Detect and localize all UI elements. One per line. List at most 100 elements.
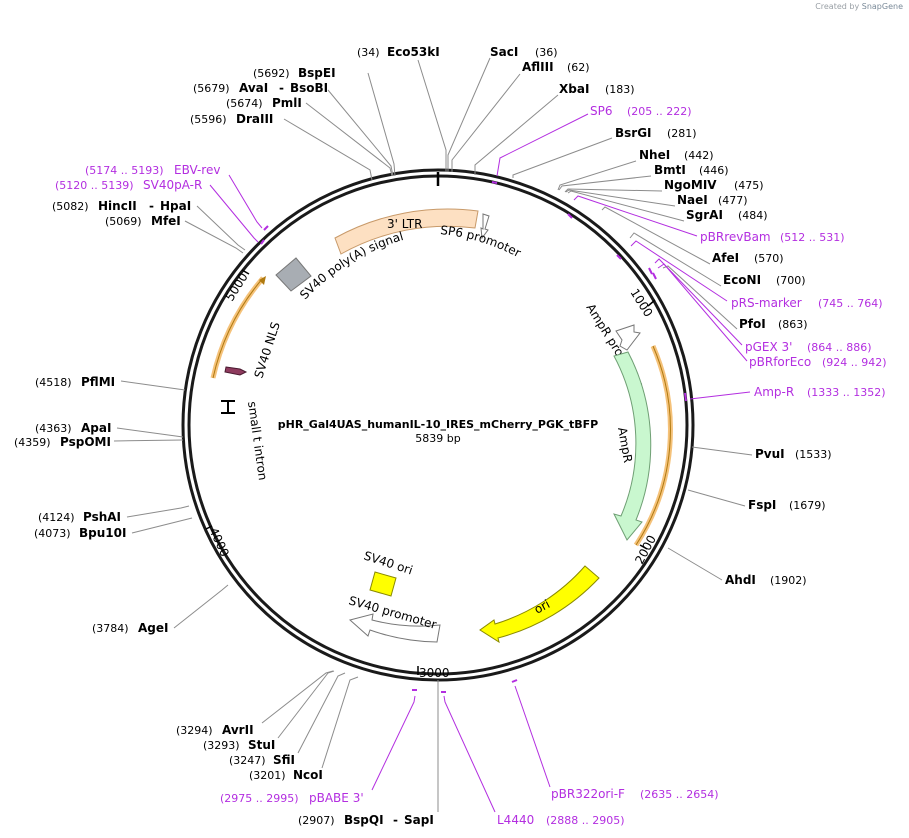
primer-mark-sp6 [491, 181, 498, 184]
site-naei-name: NaeI [677, 193, 708, 207]
credit-text: Created by [815, 2, 860, 11]
site-agei-name: AgeI [138, 621, 168, 635]
feature-sp6-promoter-arrow [480, 213, 490, 240]
primer-sv40pa-r-range: (5120 .. 5139) [55, 179, 134, 192]
site-ncoi-name: NcoI [293, 768, 323, 782]
site-aflIII: AflIII (62) [522, 60, 590, 74]
feature-3-ltr-arrow [334, 208, 479, 255]
site-nhei: NheI (442) [639, 148, 714, 162]
primer-pbabe3-range: (2975 .. 2995) [220, 792, 299, 805]
site-afei: AfeI (570) [712, 251, 784, 265]
primer-leader-sv40pa-r [209, 184, 259, 243]
primer-sv40pa-r: (5120 .. 5139) SV40pA-R [55, 178, 202, 192]
feature-ampr-label: AmpR [615, 426, 635, 464]
site-nhei-pos: (442) [684, 149, 714, 162]
leader-afei [601, 206, 711, 265]
site-pvui-pos: (1533) [795, 448, 832, 461]
primer-pbrforeco-range: (924 .. 942) [822, 356, 887, 369]
site-pflmi: (4518) PflMI [35, 375, 115, 389]
leader-pmli [305, 102, 393, 177]
site-fspi-pos: (1679) [789, 499, 826, 512]
site-apai-name: ApaI [81, 421, 111, 435]
leader-bpu10i [131, 517, 193, 534]
primer-leader-pbrforeco [657, 263, 748, 362]
primer-pbrrevbam: pBRrevBam (512 .. 531) [700, 230, 845, 244]
site-mfei-pos: (5069) [105, 215, 142, 228]
site-saci-pos: (36) [535, 46, 558, 59]
site-pmli: (5674) PmlI [226, 96, 302, 110]
feature-ampr-arrow [613, 351, 652, 541]
primer-leader-pgex3 [654, 258, 743, 346]
feature-sv40-ori-label: SV40 ori [362, 549, 414, 578]
leader-bspei [367, 72, 396, 177]
site-aflIII-name: AflIII [522, 60, 554, 74]
site-apai-pos: (4363) [35, 422, 72, 435]
primer-mark-pbr322ori-f [511, 679, 518, 683]
site-bpu10i-pos: (4073) [34, 527, 71, 540]
feature-ori: ori [479, 565, 600, 644]
site-pmli-pos: (5674) [226, 97, 263, 110]
site-stui: (3293) StuI [203, 738, 275, 752]
primer-amp-r-name: Amp-R [754, 385, 794, 399]
feature-3-ltr-label: 3' LTR [387, 217, 422, 231]
site-econi-pos: (700) [776, 274, 806, 287]
tick-mark-4000 [205, 525, 213, 530]
leader-hincii [196, 205, 246, 251]
site-bmti-pos: (446) [699, 164, 729, 177]
site-bspqi-sep: - [393, 813, 398, 827]
primer-mark-pbrforeco [652, 272, 657, 280]
primer-leader-prs-marker [630, 240, 728, 302]
feature-ampr-promoter-arrow [615, 324, 641, 351]
site-agei: (3784) AgeI [92, 621, 168, 635]
primer-sp6-name: SP6 [590, 104, 613, 118]
site-saci: SacI (36) [490, 45, 558, 59]
primer-leader-sp6 [496, 113, 589, 177]
leader-bmti [558, 175, 652, 191]
primer-sp6-range: (205 .. 222) [627, 105, 692, 118]
feature-sv40-promoter-arrow [348, 613, 441, 643]
restriction-sites: (34) Eco53kI SacI (36) AflIII (62) XbaI … [14, 45, 832, 827]
sv40-orf-arrowhead [259, 276, 266, 285]
leader-xbai [474, 94, 559, 175]
feature-ori-label: ori [532, 597, 552, 617]
site-sgrai-pos: (484) [738, 209, 768, 222]
site-sapi-name: SapI [404, 813, 434, 827]
leader-pvui [691, 446, 753, 456]
site-pspomi-pos: (4359) [14, 436, 51, 449]
site-pfoi-name: PfoI [739, 317, 766, 331]
site-agei-pos: (3784) [92, 622, 129, 635]
primer-pbr322ori-f-range: (2635 .. 2654) [640, 788, 719, 801]
leader-pflmi [120, 380, 186, 391]
site-pshai: (4124) PshAI [38, 510, 121, 524]
site-pvui: PvuI (1533) [755, 447, 832, 461]
snapgene-credit: Created by SnapGene [815, 2, 903, 11]
leader-ahdi [667, 547, 723, 581]
site-bsrgi-name: BsrGI [615, 126, 652, 140]
site-stui-name: StuI [248, 738, 275, 752]
site-stui-pos: (3293) [203, 739, 240, 752]
site-econi: EcoNI (700) [723, 273, 806, 287]
primer-leader-pbr322ori-f [514, 685, 551, 788]
site-ahdi-name: AhdI [725, 573, 756, 587]
site-eco53ki-name: Eco53kI [387, 45, 440, 59]
feature-sv40-ori-box [369, 571, 397, 597]
primer-l4440: L4440 (2888 .. 2905) [497, 813, 625, 827]
leader-draiii [283, 118, 373, 181]
plasmid-name: pHR_Gal4UAS_humanIL-10_IRES_mCherry_PGK_… [278, 418, 599, 431]
site-saci-name: SacI [490, 45, 518, 59]
leader-ncoi [321, 676, 359, 769]
primer-leader-pbabe3 [371, 695, 416, 791]
site-sgrai: SgrAI (484) [686, 208, 768, 222]
leader-naei [565, 189, 676, 207]
leader-saci [447, 57, 491, 172]
site-hincii-sep: - [149, 199, 154, 213]
feature-sv40-promoter: SV40 promoter [347, 593, 441, 643]
site-apai: (4363) ApaI [35, 421, 111, 435]
leader-nhei [557, 160, 637, 191]
site-draiii: (5596) DraIII [190, 112, 273, 126]
leader-pfoi [662, 265, 738, 330]
primer-mark-pbrrevbam [567, 213, 573, 219]
site-bmti-name: BmtI [654, 163, 686, 177]
leader-eco53ki [417, 59, 447, 172]
